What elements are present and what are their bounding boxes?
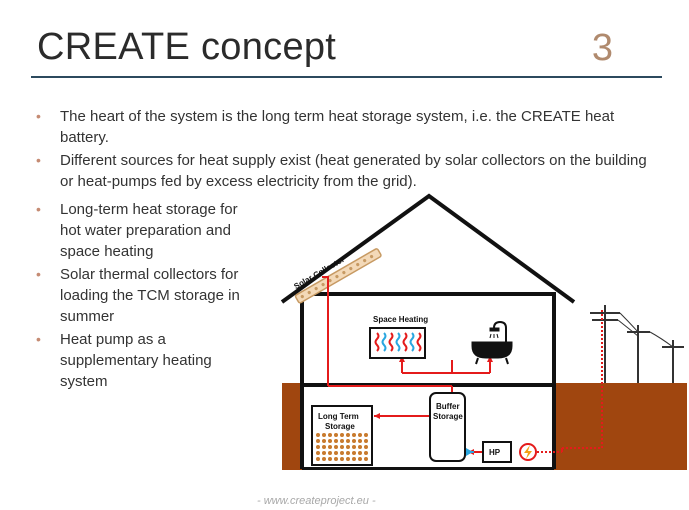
bathtub-icon: [471, 320, 513, 365]
house-roof: [280, 193, 576, 304]
top-bullet-list: The heart of the system is the long term…: [33, 106, 658, 194]
bullet-solar-collectors: Solar thermal collectors for loading the…: [33, 264, 243, 327]
slide-title: CREATE concept: [37, 26, 337, 68]
house-diagram: Solar Collector Space Heating: [280, 193, 687, 470]
electricity-icon: [519, 443, 537, 461]
power-line-icon: [590, 305, 684, 383]
bullet-long-term-storage: Long-term heat storage for hot water pre…: [33, 199, 243, 262]
buffer-storage-label-1: Buffer: [436, 402, 460, 411]
buffer-storage-label-2: Storage: [433, 412, 463, 421]
footer-url: - www.createproject.eu -: [257, 495, 376, 507]
buffer-storage-tank: Buffer Storage: [429, 392, 466, 462]
long-term-storage-tank: Long Term Storage: [311, 405, 373, 466]
title-divider: [31, 76, 662, 78]
bullet-heat-battery: The heart of the system is the long term…: [33, 106, 658, 148]
heat-pump-label: HP: [489, 448, 501, 457]
space-heating-label: Space Heating: [373, 315, 428, 324]
heat-pump-unit: HP: [482, 441, 512, 463]
slide-number: 3: [591, 27, 613, 69]
long-term-storage-label-1: Long Term: [318, 412, 359, 421]
bullet-heat-sources: Different sources for heat supply exist …: [33, 150, 658, 192]
space-heating-radiator: Space Heating: [369, 315, 428, 359]
long-term-storage-label-2: Storage: [325, 422, 355, 431]
bullet-heat-pump: Heat pump as a supplementary heating sys…: [33, 329, 243, 392]
left-bullet-list: Long-term heat storage for hot water pre…: [33, 199, 243, 394]
